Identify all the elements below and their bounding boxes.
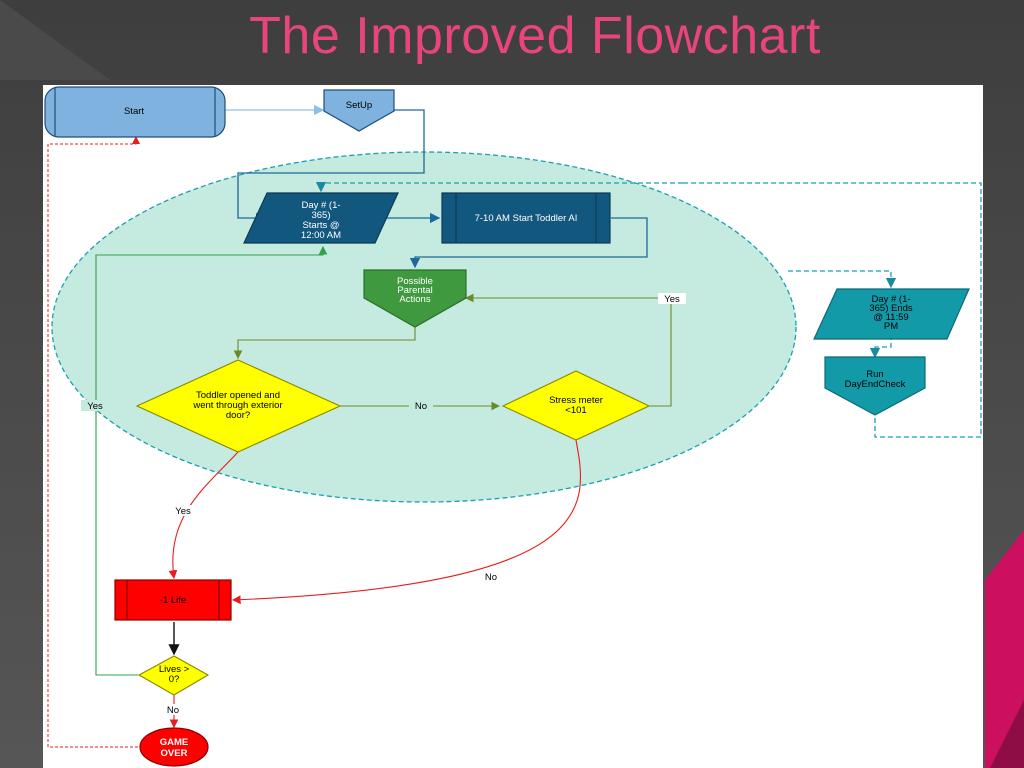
flowchart: Start SetUp Day # (1- 365) Starts @ 12:0… (44, 86, 982, 767)
day-end-line-3: @ 11:59 (873, 312, 908, 323)
stress-line-2: <101 (565, 405, 586, 416)
edge-label-door-no: No (409, 400, 433, 412)
svg-text:No: No (485, 572, 497, 583)
parental-line-2: Parental (397, 285, 432, 296)
parental-line-3: Actions (399, 294, 430, 305)
lose-life-label: -1 Life (160, 595, 186, 606)
loop-return-connector (315, 181, 683, 193)
toddler-ai-label: 7-10 AM Start Toddler AI (475, 213, 578, 224)
game-over-line-1: GAME (160, 737, 189, 748)
setup-label: SetUp (346, 100, 372, 111)
door-yes-connector (168, 451, 239, 580)
parental-line-1: Possible (397, 276, 433, 287)
lives-line-2: 0? (169, 674, 180, 685)
edge-label-lives-no: No (161, 704, 185, 716)
lose-life-node: -1 Life (114, 579, 232, 621)
day-end-check-line-1: Run (866, 369, 883, 380)
day-start-line-1: Day # (1- (301, 200, 340, 211)
day-start-line-3: Starts @ (302, 220, 339, 231)
dayend-loop-connector (683, 182, 982, 438)
door-line-1: Toddler opened and (196, 390, 280, 401)
day-end-line-4: PM (884, 321, 898, 332)
day-end-line-2: 365) Ends (869, 303, 913, 314)
day-start-node: Day # (1- 365) Starts @ 12:00 AM (243, 192, 399, 244)
day-loop-ellipse (51, 151, 797, 503)
stress-decision: Stress meter <101 (501, 370, 651, 441)
svg-text:Yes: Yes (664, 294, 680, 305)
edge-label-stress-no: No (479, 571, 503, 583)
lives-line-1: Lives > (159, 664, 190, 675)
stress-no-connector (231, 439, 582, 605)
parental-to-door-connector (233, 327, 416, 360)
edge-label-lives-yes: Yes (81, 400, 109, 412)
day-end-check-line-2: DayEndCheck (845, 379, 906, 390)
stress-line-1: Stress meter (549, 395, 603, 406)
svg-text:No: No (415, 401, 427, 412)
start-label: Start (124, 106, 144, 117)
door-line-2: went through exterior (192, 400, 282, 411)
toddler-ai-node: 7-10 AM Start Toddler AI (441, 192, 611, 244)
svg-text:No: No (167, 705, 179, 716)
game-over-line-2: OVER (161, 748, 188, 759)
stress-yes-connector (464, 293, 672, 407)
svg-text:Yes: Yes (175, 506, 191, 517)
decor-magenta-right (985, 530, 1024, 768)
lives-yes-connector (95, 245, 328, 676)
lives-decision: Lives > 0? (137, 655, 210, 696)
edge-label-door-yes: Yes (169, 505, 197, 517)
flowchart-canvas: Start SetUp Day # (1- 365) Starts @ 12:0… (43, 85, 983, 768)
setup-node: SetUp (323, 89, 395, 132)
edge-label-stress-yes: Yes (658, 293, 686, 305)
setup-to-day-connector (237, 109, 425, 224)
day-end-check-node: Run DayEndCheck (824, 356, 926, 416)
day-start-line-4: 12:00 AM (301, 230, 341, 241)
day-end-node: Day # (1- 365) Ends @ 11:59 PM (813, 288, 970, 340)
decor-triangle-top-left (0, 0, 110, 80)
ai-to-parental-connector (409, 217, 648, 269)
svg-text:Yes: Yes (87, 401, 103, 412)
day-start-line-2: 365) (311, 210, 330, 221)
gameover-to-start-connector (47, 136, 140, 748)
door-line-3: door? (226, 410, 250, 421)
start-node: Start (44, 86, 226, 138)
ellipse-to-dayend-connector (788, 270, 897, 289)
game-over-node: GAME OVER (139, 727, 209, 767)
toddler-door-decision: Toddler opened and went through exterior… (135, 359, 342, 453)
parental-actions-node: Possible Parental Actions (363, 269, 467, 328)
slide-title: The Improved Flowchart (249, 7, 821, 65)
day-end-line-1: Day # (1- (871, 294, 910, 305)
decor-magenta-dark (990, 700, 1024, 768)
